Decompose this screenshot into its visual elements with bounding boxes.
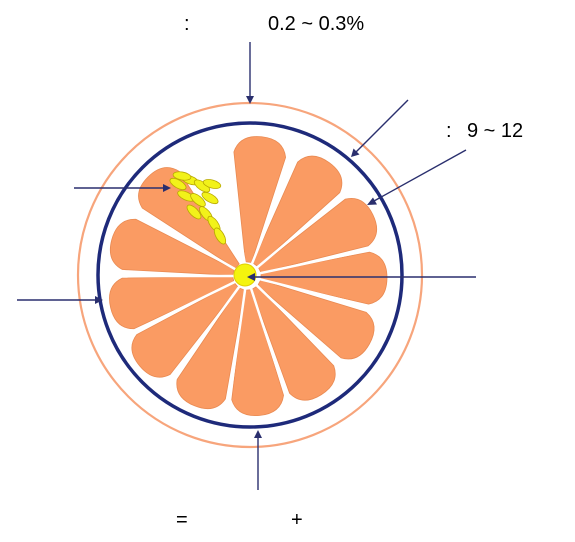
pulp-segment <box>251 285 336 401</box>
juice-vesicles <box>169 171 227 245</box>
pulp-segment <box>109 218 235 276</box>
pulp-segment <box>109 275 235 330</box>
juice-vesicle <box>169 177 187 191</box>
pulp-segment <box>176 287 245 410</box>
segment-divider <box>245 156 297 277</box>
juice-vesicle <box>213 227 227 245</box>
arrow-vesicles <box>74 184 171 192</box>
arrow-center <box>247 273 476 281</box>
arrow-right-segment <box>367 149 467 205</box>
segment-divider <box>246 275 340 366</box>
pulp-segment <box>231 289 284 417</box>
label-right-colon: : <box>446 120 452 142</box>
segment-divider <box>170 275 249 381</box>
pointer-arrows <box>17 42 476 490</box>
inner-peel-ring <box>96 121 404 429</box>
pulp-segments <box>109 136 388 417</box>
pulp-segment <box>233 136 287 263</box>
label-top-colon: : <box>184 13 190 35</box>
pulp-segment <box>131 282 239 378</box>
label-bottom-equals: = <box>176 509 188 531</box>
center-core <box>233 263 257 287</box>
juice-vesicle <box>172 171 192 181</box>
label-bottom-plus: + <box>291 509 303 531</box>
segment-divider <box>135 210 248 278</box>
arrow-upper-right <box>351 99 409 157</box>
segment-divider <box>246 274 372 309</box>
pulp-segment <box>252 155 343 267</box>
segment-divider <box>131 274 248 334</box>
arrow-left-ring <box>17 296 103 304</box>
segment-divider <box>246 248 373 278</box>
segment-divider <box>227 275 249 403</box>
label-top-value: 0.2 ~ 0.3% <box>268 13 364 35</box>
segment-divider <box>223 149 249 277</box>
juice-vesicle <box>190 193 206 207</box>
pulp-segment <box>138 167 240 269</box>
pulp-segment <box>257 198 378 274</box>
juice-vesicle <box>202 179 222 189</box>
label-right-value: 9 ~ 12 <box>467 120 523 142</box>
juice-vesicle <box>186 204 202 220</box>
juice-vesicle <box>201 191 219 205</box>
arrow-top <box>246 42 254 104</box>
pulp-segment <box>260 251 388 305</box>
arrow-bottom <box>254 430 262 490</box>
segment-divider <box>246 192 346 277</box>
pulp-segment <box>257 279 375 360</box>
segment-divider <box>245 275 288 399</box>
